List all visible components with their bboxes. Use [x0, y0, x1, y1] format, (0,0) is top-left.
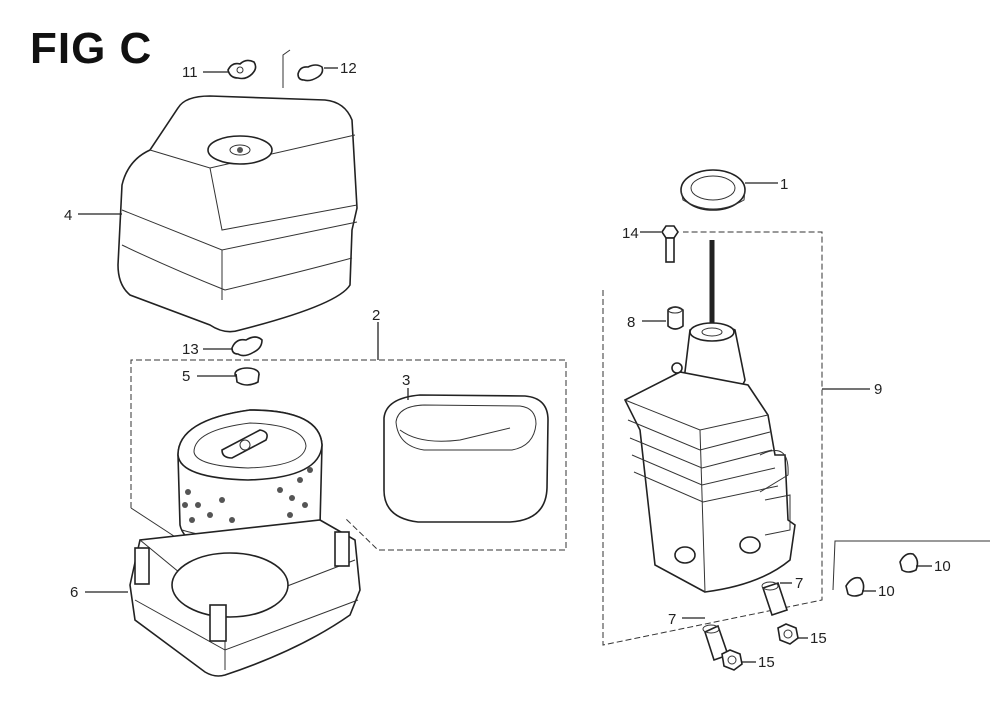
callout-15-left: 15 [758, 654, 775, 671]
part-8-collar [667, 306, 684, 330]
callout-3: 3 [402, 372, 410, 389]
bracket-10 [832, 540, 990, 591]
callout-11: 11 [182, 64, 198, 81]
callout-12: 12 [340, 60, 357, 77]
part-14-bolt [661, 225, 679, 263]
callout-6: 6 [70, 584, 78, 601]
filter-element [177, 409, 323, 556]
callout-13: 13 [182, 341, 199, 358]
callout-7-right: 7 [795, 575, 803, 592]
part-9-case [623, 240, 796, 593]
callout-9: 9 [874, 381, 882, 398]
callout-2: 2 [372, 307, 380, 324]
callout-15-right: 15 [810, 630, 827, 647]
callout-14: 14 [622, 225, 639, 242]
part-1-seal [680, 169, 746, 211]
part-5-grommet [234, 367, 260, 386]
callout-8: 8 [627, 314, 635, 331]
part-4-cover [117, 95, 358, 333]
callout-10-upper: 10 [934, 558, 951, 575]
part-15-nut-right [777, 623, 799, 645]
bracket-2 [130, 359, 567, 551]
part-13-wing-nut [231, 336, 263, 357]
part-10-cap-lower [845, 576, 865, 597]
part-3-foam-element [383, 394, 549, 523]
figure-title: FIG C [30, 24, 153, 73]
part-6-base [129, 519, 361, 677]
part-15-nut-left [721, 649, 743, 671]
bracket-12 [282, 49, 291, 88]
callout-4: 4 [64, 207, 72, 224]
part-12-wing-nut [297, 64, 324, 82]
part-7-tube-right [761, 581, 789, 617]
bracket-9 [602, 231, 823, 646]
part-10-cap-upper [899, 552, 919, 573]
callout-5: 5 [182, 368, 190, 385]
callout-10-lower: 10 [878, 583, 895, 600]
callout-7-left: 7 [668, 611, 676, 628]
callout-1: 1 [780, 176, 788, 193]
part-11-wing-nut [227, 59, 257, 80]
